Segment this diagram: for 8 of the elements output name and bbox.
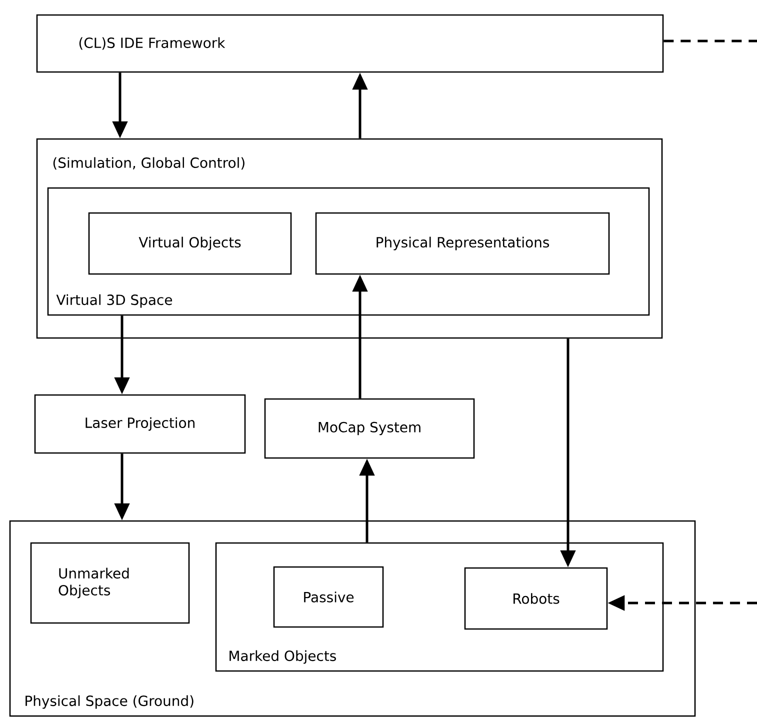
process-box: Robots	[464, 567, 608, 630]
process-box: Passive	[273, 566, 384, 628]
process-box: Laser Projection	[34, 394, 246, 454]
process-box: Physical Representations	[315, 212, 610, 275]
process-box: Unmarked Objects	[30, 542, 190, 624]
process-box: (CL)S IDE Framework	[36, 14, 664, 73]
process-box: MoCap System	[264, 398, 475, 459]
process-box: Virtual Objects	[88, 212, 292, 275]
